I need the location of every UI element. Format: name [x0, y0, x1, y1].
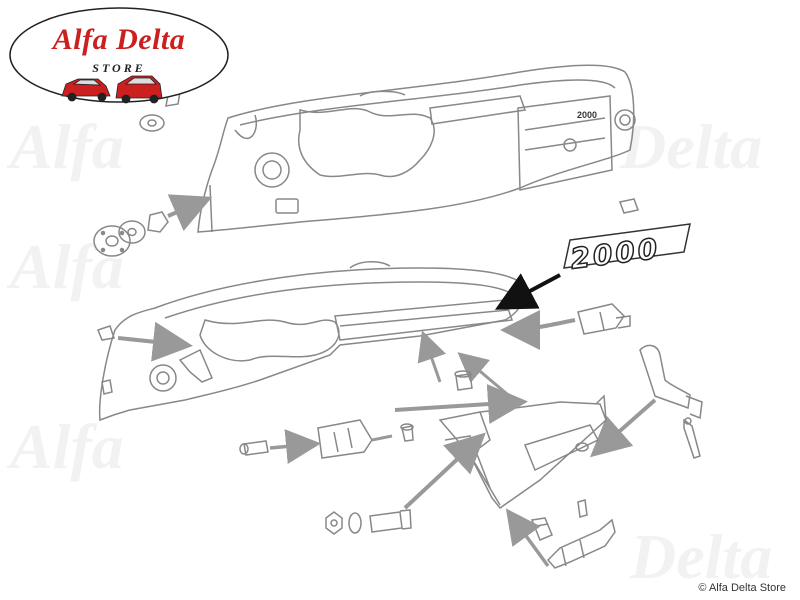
bulb-holder [454, 370, 473, 391]
arrow-hinge [505, 508, 550, 568]
side-clip [619, 198, 639, 214]
arrow-bottom-left [117, 321, 193, 362]
arrow-glovebox-up [394, 384, 528, 425]
arrow-switch-left [371, 434, 393, 442]
badge-small-label: 2000 [577, 110, 597, 120]
arrow-hinge-up [457, 352, 521, 407]
lower-dashboard [97, 261, 524, 422]
copyright-text: © Alfa Delta Store [698, 582, 786, 594]
upper-dashboard [197, 64, 636, 233]
logo-title: Alfa Delta [52, 23, 186, 56]
arrow-knob [167, 194, 213, 232]
car-icon [61, 78, 111, 102]
emblem-2000 [563, 223, 691, 269]
switch-connector [577, 303, 631, 335]
knob-parts [93, 211, 169, 257]
logo-subtitle: STORE [92, 61, 146, 75]
arrow-glovebox-left [403, 432, 486, 510]
lock-cylinder [639, 344, 703, 459]
arrow-emblem [494, 273, 561, 310]
store-logo[interactable]: Alfa Delta STORE [6, 4, 232, 110]
arrow-switch [500, 309, 576, 350]
arrow-bulb [269, 429, 321, 464]
bulb-parts [239, 419, 414, 459]
arrow-lock [589, 398, 657, 458]
hinge-parts [530, 499, 616, 569]
arrow-bulb-up [417, 330, 447, 383]
nut-bolt [325, 509, 412, 535]
car-icon [115, 75, 163, 104]
